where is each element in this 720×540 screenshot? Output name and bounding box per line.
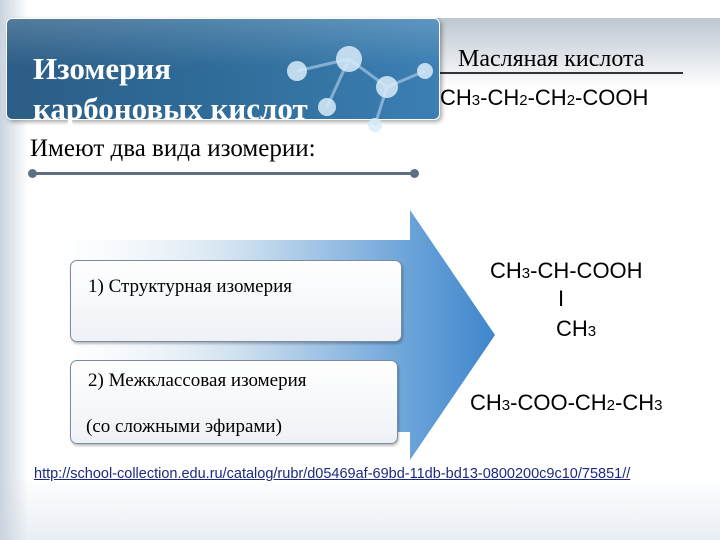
divider-dot-right (410, 169, 419, 178)
structural-isomerism-box (70, 260, 402, 342)
header-underline (438, 72, 683, 74)
interclass-isomerism-label: 2) Межклассовая изомерия (88, 370, 307, 391)
structural-isomer-bond: I (558, 286, 565, 311)
structural-isomer-methyl: CH3 (556, 316, 597, 341)
title-box: Изомерия карбоновых кислот (6, 18, 440, 132)
divider-dot-left (28, 169, 37, 178)
header-band (430, 18, 720, 118)
interclass-isomerism-note: (со сложными эфирами) (86, 416, 282, 437)
page-title: Изомерия карбоновых кислот (33, 49, 308, 129)
subject-name: Масляная кислота (458, 46, 645, 72)
butyric-acid-formula: CH3-CH2-CH2-COOH (440, 85, 649, 110)
structural-isomer-formula: CH3-CH-COOH (490, 258, 643, 283)
title-line-1: Изомерия (33, 51, 172, 86)
source-link[interactable]: http://school-collection.edu.ru/catalog/… (34, 466, 631, 482)
ester-formula: CH3-COO-CH2-CH3 (470, 390, 663, 415)
divider-line (32, 172, 416, 175)
title-line-2: карбоновых кислот (33, 91, 308, 126)
interclass-isomerism-box (70, 360, 398, 444)
molecule-icon (287, 46, 433, 132)
structural-isomerism-label: 1) Структурная изомерия (88, 276, 292, 297)
intro-heading: Имеют два вида изомерии: (30, 135, 316, 162)
